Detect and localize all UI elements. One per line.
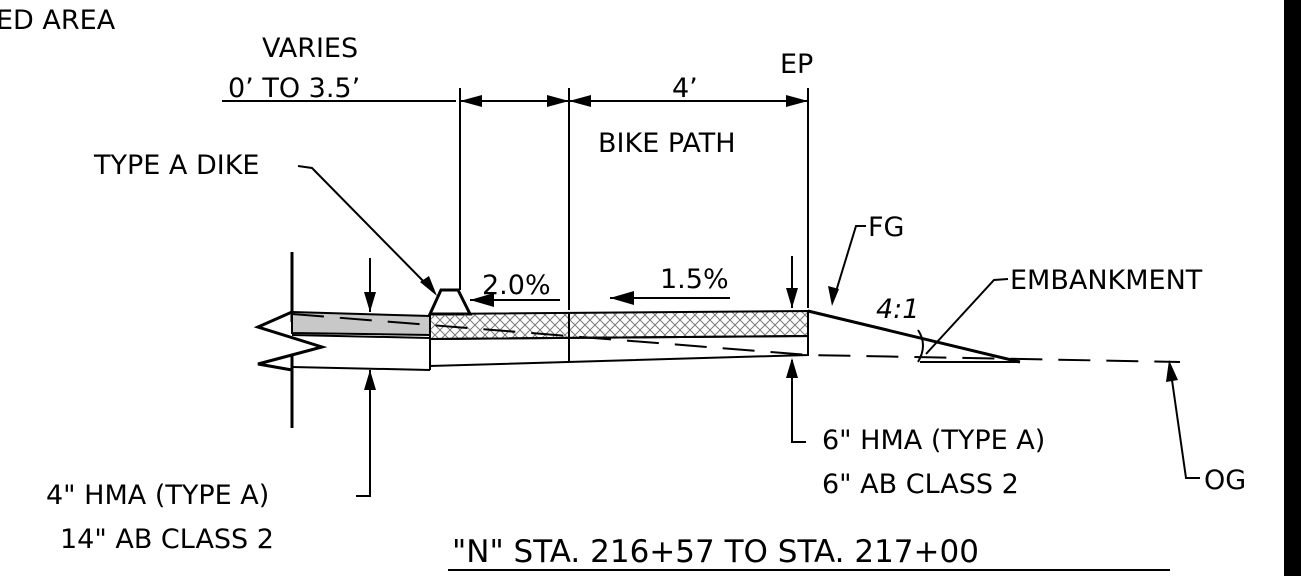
- right-structure-leader: [791, 360, 806, 443]
- bike-path-label: BIKE PATH: [598, 128, 736, 159]
- dim-arrow-2: [547, 95, 569, 107]
- varies-label: VARIES: [262, 33, 358, 64]
- left-structure-leader: [356, 490, 371, 497]
- og-label: OG: [1204, 465, 1246, 496]
- sheet-border: [1284, 0, 1301, 576]
- type-a-dike-leader: [297, 165, 433, 291]
- existing-ab-bottom: [291, 366, 431, 371]
- slope-right-label: 1.5%: [660, 264, 729, 295]
- side-slope-label: 4:1: [876, 294, 919, 325]
- fg-label: FG: [868, 212, 904, 243]
- area-label-fragment: ED AREA: [0, 5, 116, 36]
- embankment-leader: [925, 278, 1009, 355]
- og-arrow: [1166, 360, 1178, 382]
- slope-right-arrow: [610, 291, 634, 305]
- type-a-dike-label: TYPE A DIKE: [93, 150, 259, 181]
- embankment-label: EMBANKMENT: [1010, 265, 1203, 296]
- fg-arrow: [828, 286, 839, 306]
- left-structure-line1: 4" HMA (TYPE A): [46, 480, 269, 511]
- bike-width-label: 4’: [672, 73, 698, 104]
- right-structure-line2: 6" AB CLASS 2: [822, 469, 1019, 500]
- fg-leader: [833, 225, 866, 299]
- dim-arrow-1: [460, 95, 482, 107]
- embankment-slope: [807, 309, 1021, 364]
- varies-range-label: 0’ TO 3.5’: [228, 73, 360, 104]
- type-a-dike-arrow: [420, 276, 437, 296]
- original-ground-line: [291, 313, 1181, 363]
- new-hma-layer: [429, 309, 809, 341]
- existing-ab-top: [291, 334, 431, 339]
- right-hma-thickness-arrow: [786, 288, 798, 308]
- new-ab-layer: [429, 334, 809, 368]
- slope-angle-arc: [917, 329, 924, 363]
- ep-label: EP: [780, 49, 813, 80]
- slope-left-arrow: [470, 293, 494, 307]
- og-leader: [1169, 365, 1200, 479]
- station-range-title: "N" STA. 216+57 TO STA. 217+00: [452, 534, 979, 570]
- right-ab-thickness-arrow: [786, 358, 798, 378]
- right-structure-line1: 6" HMA (TYPE A): [822, 425, 1045, 456]
- left-hma-thickness-arrow: [364, 292, 376, 312]
- dim-arrow-4: [786, 95, 808, 107]
- left-ab-thickness-arrow: [364, 370, 376, 390]
- dim-arrow-3: [569, 95, 591, 107]
- break-line: [253, 310, 328, 372]
- left-structure-line2: 14" AB CLASS 2: [60, 524, 274, 555]
